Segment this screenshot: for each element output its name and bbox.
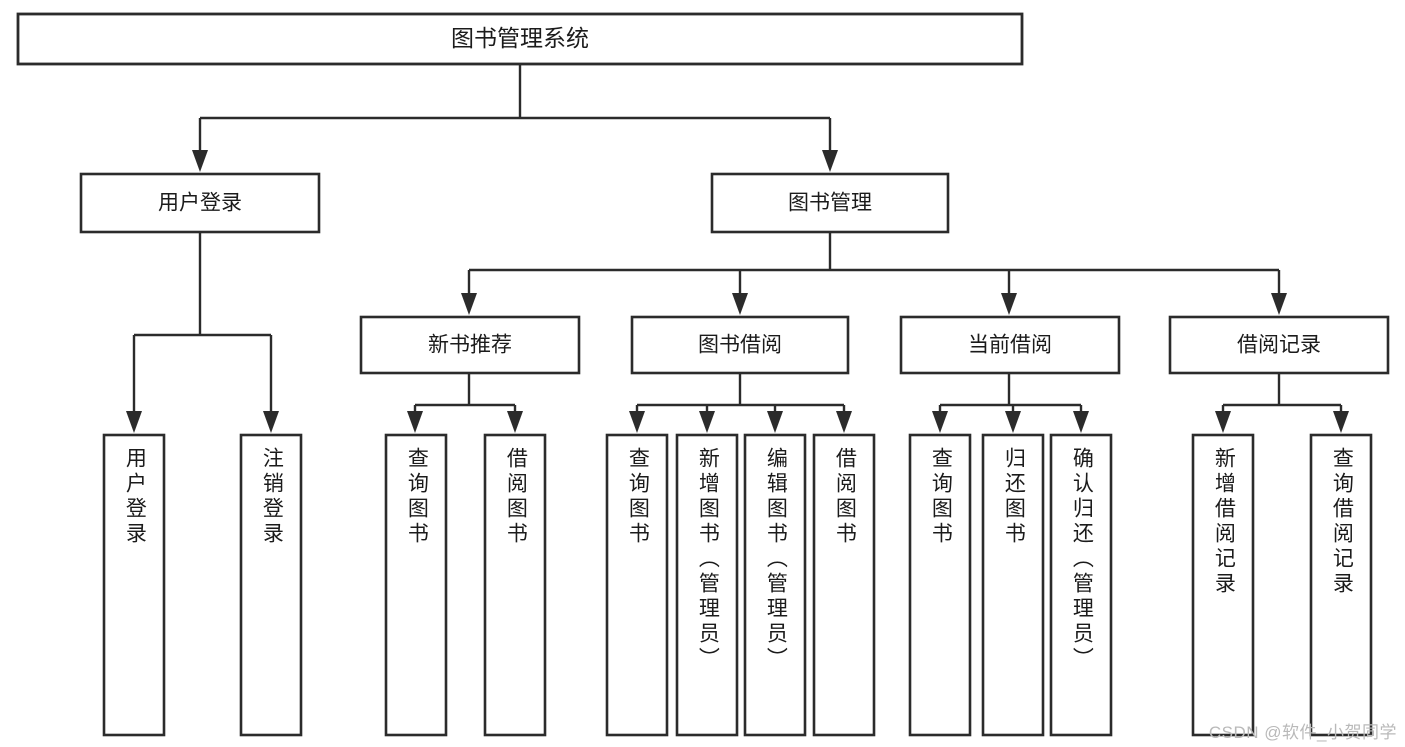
node-box-leaf-edit-book-admin[interactable]	[743, 433, 807, 737]
node-box-new-book-recommend[interactable]	[359, 315, 581, 375]
node-box-leaf-confirm-return-admin[interactable]	[1049, 433, 1113, 737]
arrow-to-leaf-edit-book-admin	[767, 411, 783, 433]
node-box-root[interactable]	[16, 12, 1024, 66]
arrow-to-leaf-borrow-book-1	[507, 411, 523, 433]
arrow-to-leaf-logout-login	[263, 411, 279, 433]
node-box-leaf-logout-login[interactable]	[239, 433, 303, 737]
node-box-book-borrow[interactable]	[630, 315, 850, 375]
node-label-user-login: 用户登录	[158, 192, 242, 215]
arrow-to-leaf-confirm-return-admin	[1073, 411, 1089, 433]
node-box-leaf-add-book-admin[interactable]	[675, 433, 739, 737]
node-box-book-manage[interactable]	[710, 172, 950, 234]
arrow-to-leaf-user-login	[126, 411, 142, 433]
node-label-borrow-record: 借阅记录	[1237, 334, 1321, 357]
node-box-leaf-query-borrow-record[interactable]	[1309, 433, 1373, 737]
arrow-to-leaf-query-book-1	[407, 411, 423, 433]
node-box-user-login[interactable]	[79, 172, 321, 234]
node-box-leaf-borrow-book-1[interactable]	[483, 433, 547, 737]
arrow-to-new-book-recommend	[461, 293, 477, 315]
watermark-text: CSDN @软件_小贺同学	[1208, 723, 1397, 742]
node-label-book-manage: 图书管理	[788, 192, 872, 215]
arrow-to-book-manage	[822, 150, 838, 172]
arrow-to-book-borrow	[732, 293, 748, 315]
node-label-current-borrow: 当前借阅	[968, 334, 1052, 357]
node-box-leaf-add-borrow-record[interactable]	[1191, 433, 1255, 737]
node-box-leaf-user-login[interactable]	[102, 433, 166, 737]
arrow-to-user-login	[192, 150, 208, 172]
arrowhead-layer	[126, 150, 1349, 433]
node-label-book-borrow: 图书借阅	[698, 334, 782, 357]
arrow-to-leaf-query-book-2	[629, 411, 645, 433]
node-box-leaf-return-book[interactable]	[981, 433, 1045, 737]
node-box-leaf-query-book-2[interactable]	[605, 433, 669, 737]
node-box-borrow-record[interactable]	[1168, 315, 1390, 375]
arrow-to-leaf-query-book-3	[932, 411, 948, 433]
arrow-to-leaf-add-borrow-record	[1215, 411, 1231, 433]
node-box-leaf-query-book-1[interactable]	[384, 433, 448, 737]
arrow-to-current-borrow	[1001, 293, 1017, 315]
arrow-to-leaf-borrow-book-2	[836, 411, 852, 433]
node-box-leaf-query-book-3[interactable]	[908, 433, 972, 737]
arrow-to-leaf-add-book-admin	[699, 411, 715, 433]
node-box-leaf-borrow-book-2[interactable]	[812, 433, 876, 737]
arrow-to-leaf-query-borrow-record	[1333, 411, 1349, 433]
arrow-to-leaf-return-book	[1005, 411, 1021, 433]
arrow-to-borrow-record	[1271, 293, 1287, 315]
node-label-root: 图书管理系统	[451, 25, 589, 51]
node-label-new-book-recommend: 新书推荐	[428, 334, 512, 357]
node-box-layer	[16, 12, 1390, 737]
node-box-current-borrow[interactable]	[899, 315, 1121, 375]
